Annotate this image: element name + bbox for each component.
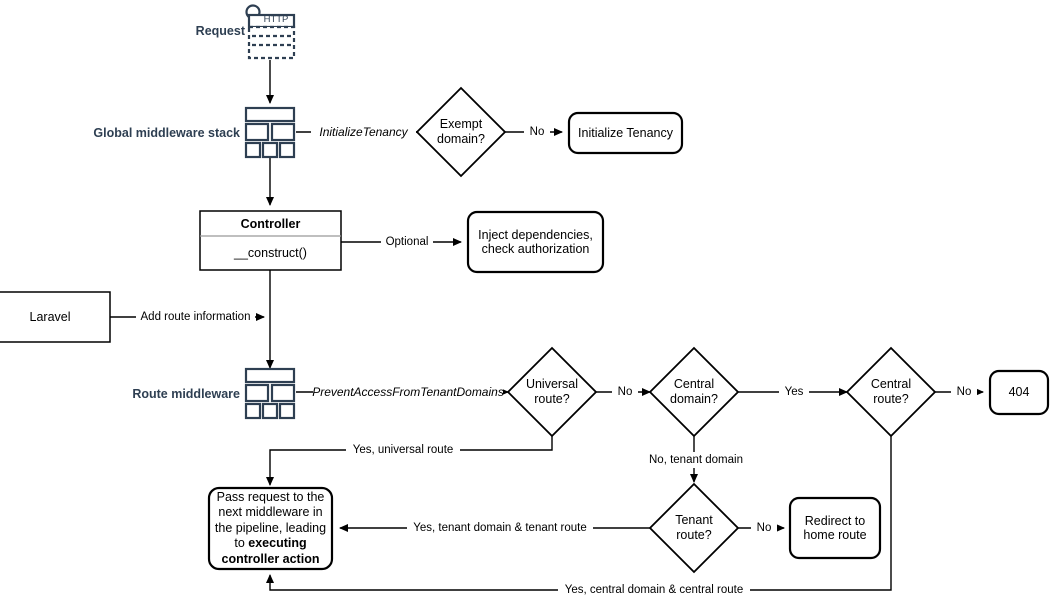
edge-label-exempt-no: No: [524, 124, 550, 140]
edge-label-prevent-access: PreventAccessFromTenantDomains: [312, 384, 504, 400]
pass-request-shape: [207, 486, 334, 571]
edge-label-yes-tenant-domain-tenant-route-text: Yes, tenant domain & tenant route: [413, 521, 587, 534]
edge-label-no-tenant-domain: No, tenant domain: [637, 452, 755, 468]
edge-label-optional-text: Optional: [385, 235, 429, 248]
edge-label-yes-central-domain-central-route: Yes, central domain & central route: [558, 582, 750, 598]
edge-label-central-route-no: No: [951, 384, 977, 400]
edge-label-initialize-tenancy: InitializeTenancy: [311, 124, 416, 140]
edge-label-prevent-access-text: PreventAccessFromTenantDomains: [312, 384, 504, 399]
edge-label-exempt-no-text: No: [529, 125, 545, 138]
edge-label-universal-no: No: [612, 384, 638, 400]
global-middleware-stack-icon: [244, 106, 296, 159]
request-label-text: Request: [195, 24, 245, 38]
tenant-route-decision-shape: [648, 482, 740, 574]
laravel-shape: [0, 291, 111, 343]
controller-shape: [199, 210, 342, 271]
edge-label-central-route-no-text: No: [956, 385, 972, 398]
edge-label-tenant-route-no: No: [751, 520, 777, 536]
edge-label-universal-no-text: No: [617, 385, 633, 398]
http-request-icon: [245, 4, 296, 60]
request-label: Request: [190, 22, 245, 40]
route-middleware-stack-icon: [244, 367, 296, 420]
initialize-tenancy-shape: [567, 111, 684, 155]
edge-label-central-domain-yes-text: Yes: [784, 385, 804, 398]
global-middleware-stack-label: Global middleware stack: [90, 124, 240, 142]
edge-label-no-tenant-domain-text: No, tenant domain: [649, 453, 743, 466]
edge-label-optional: Optional: [381, 234, 433, 250]
edge-label-tenant-route-no-text: No: [756, 521, 772, 534]
universal-route-decision-shape: [506, 346, 598, 438]
edge-label-yes-tenant-domain-tenant-route: Yes, tenant domain & tenant route: [407, 520, 593, 536]
edge-label-initialize-tenancy-text: InitializeTenancy: [319, 124, 408, 139]
not-found-shape: [988, 369, 1050, 416]
central-domain-decision-shape: [648, 346, 740, 438]
edge-label-add-route-information: Add route information: [136, 309, 255, 325]
redirect-home-shape: [788, 496, 882, 560]
edge-label-yes-universal-route: Yes, universal route: [346, 442, 460, 458]
global-middleware-stack-label-text: Global middleware stack: [93, 126, 240, 140]
central-route-decision-shape: [845, 346, 937, 438]
edge-label-yes-universal-route-text: Yes, universal route: [352, 443, 454, 456]
route-middleware-label-text: Route middleware: [132, 387, 240, 401]
edge-label-add-route-information-text: Add route information: [140, 310, 251, 323]
route-middleware-label: Route middleware: [130, 385, 240, 403]
inject-dependencies-shape: [466, 210, 605, 274]
exempt-domain-decision-shape: [415, 86, 507, 178]
edge-label-yes-central-domain-central-route-text: Yes, central domain & central route: [564, 583, 744, 596]
edge-label-central-domain-yes: Yes: [779, 384, 809, 400]
